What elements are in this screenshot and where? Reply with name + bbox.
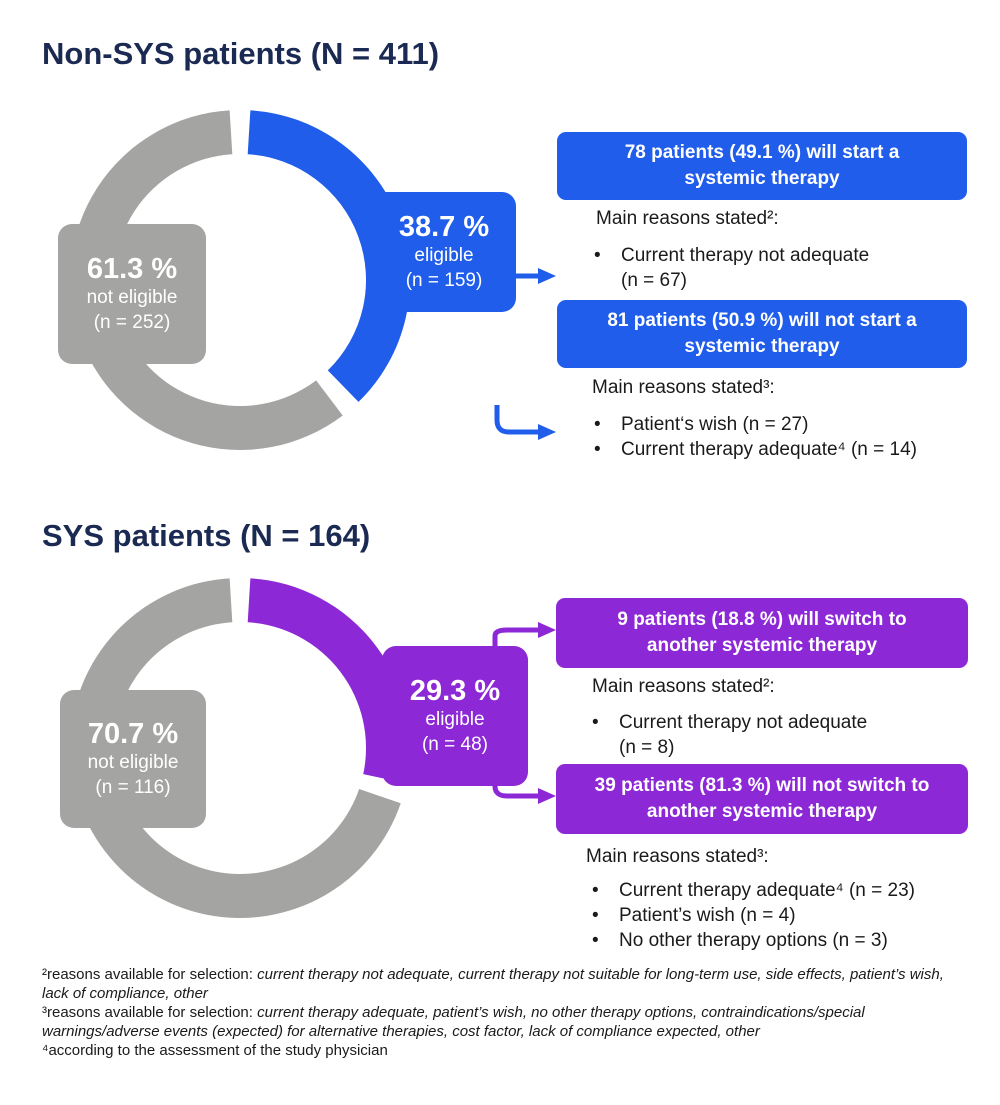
footnote-4: ⁴according to the assessment of the stud… <box>42 1042 388 1059</box>
list-item: Patient‘s wish (n = 27) <box>589 412 979 437</box>
sys-reasons-title-2: Main reasons stated³: <box>586 846 769 867</box>
sys-eligible-label: 29.3 % eligible (n = 48) <box>382 646 528 786</box>
sys-not-eligible-label: 70.7 % not eligible (n = 116) <box>60 690 206 828</box>
footnote-2: ²reasons available for selection: curren… <box>42 965 972 1003</box>
footnote-3: ³reasons available for selection: curren… <box>42 1003 972 1041</box>
list-item: Current therapy not adequate (n = 8) <box>587 710 967 760</box>
footnote-3-prefix: ³reasons available for selection: <box>42 1004 258 1021</box>
sys-outcome-not-switch-line1: 39 patients (81.3 %) will not switch to <box>594 775 930 796</box>
sys-reasons-list-1: Current therapy not adequate (n = 8) <box>587 710 967 760</box>
non-sys-not-eligible-label: 61.3 % not eligible (n = 252) <box>58 224 206 364</box>
eligible-slice <box>247 578 411 784</box>
non-sys-outcome-not-start: 81 patients (50.9 %) will not start a sy… <box>557 300 967 368</box>
non-sys-eligible-percent: 38.7 % <box>398 210 490 243</box>
list-item: Current therapy adequate⁴ (n = 23) <box>587 878 977 903</box>
sys-title: SYS patients (N = 164) <box>42 518 371 553</box>
not-eligible-slice <box>70 110 343 450</box>
list-item: No other therapy options (n = 3) <box>587 928 977 953</box>
sys-arrows <box>492 622 556 804</box>
non-sys-outcome-not-start-line2: systemic therapy <box>684 336 840 357</box>
sys-outcome-switch-line1: 9 patients (18.8 %) will switch to <box>617 609 907 630</box>
non-sys-reasons-list-1: Current therapy not adequate (n = 67) <box>589 243 969 293</box>
footnotes: ²reasons available for selection: curren… <box>42 965 972 1060</box>
non-sys-outcome-start-line2: systemic therapy <box>684 168 840 189</box>
non-sys-not-eligible-n: (n = 252) <box>93 311 171 333</box>
sys-eligible-text: eligible <box>425 708 485 730</box>
sys-eligible-percent: 29.3 % <box>409 674 501 707</box>
non-sys-eligible-n: (n = 159) <box>405 269 483 291</box>
sys-not-eligible-n: (n = 116) <box>95 776 171 798</box>
sys-not-eligible-percent: 70.7 % <box>87 717 179 750</box>
sys-outcome-switch-line2: another systemic therapy <box>646 635 878 656</box>
non-sys-reasons-title-1: Main reasons stated²: <box>596 208 779 229</box>
footnote-3-options: current therapy adequate, patient’s wish… <box>42 1004 865 1040</box>
non-sys-eligible-label: 38.7 % eligible (n = 159) <box>372 192 516 312</box>
list-item: Current therapy adequate⁴ (n = 14) <box>589 437 979 462</box>
non-sys-outcome-not-start-line1: 81 patients (50.9 %) will not start a <box>607 310 917 331</box>
list-item: Patient’s wish (n = 4) <box>587 903 977 928</box>
sys-outcome-not-switch: 39 patients (81.3 %) will not switch to … <box>556 764 968 834</box>
non-sys-not-eligible-text: not eligible <box>86 286 178 308</box>
non-sys-outcome-start-line1: 78 patients (49.1 %) will start a <box>624 142 900 163</box>
sys-outcome-not-switch-line2: another systemic therapy <box>646 801 878 822</box>
sys-reasons-title-1: Main reasons stated²: <box>592 676 775 697</box>
non-sys-outcome-start: 78 patients (49.1 %) will start a system… <box>557 132 967 200</box>
footnote-2-options: current therapy not adequate, current th… <box>42 966 944 1002</box>
non-sys-not-eligible-percent: 61.3 % <box>86 252 178 285</box>
sys-donut <box>70 578 556 918</box>
list-item: Current therapy not adequate (n = 67) <box>589 243 969 293</box>
non-sys-reasons-list-2: Patient‘s wish (n = 27) Current therapy … <box>589 412 979 462</box>
sys-reasons-list-2: Current therapy adequate⁴ (n = 23) Patie… <box>587 878 977 953</box>
non-sys-reasons-title-2: Main reasons stated³: <box>592 377 775 398</box>
footnote-2-prefix: ²reasons available for selection: <box>42 966 258 983</box>
sys-not-eligible-text: not eligible <box>87 751 179 773</box>
non-sys-eligible-text: eligible <box>414 244 474 266</box>
sys-outcome-switch: 9 patients (18.8 %) will switch to anoth… <box>556 598 968 668</box>
non-sys-title: Non-SYS patients (N = 411) <box>42 36 440 71</box>
eligible-slice <box>247 110 411 402</box>
sys-eligible-n: (n = 48) <box>421 733 488 755</box>
